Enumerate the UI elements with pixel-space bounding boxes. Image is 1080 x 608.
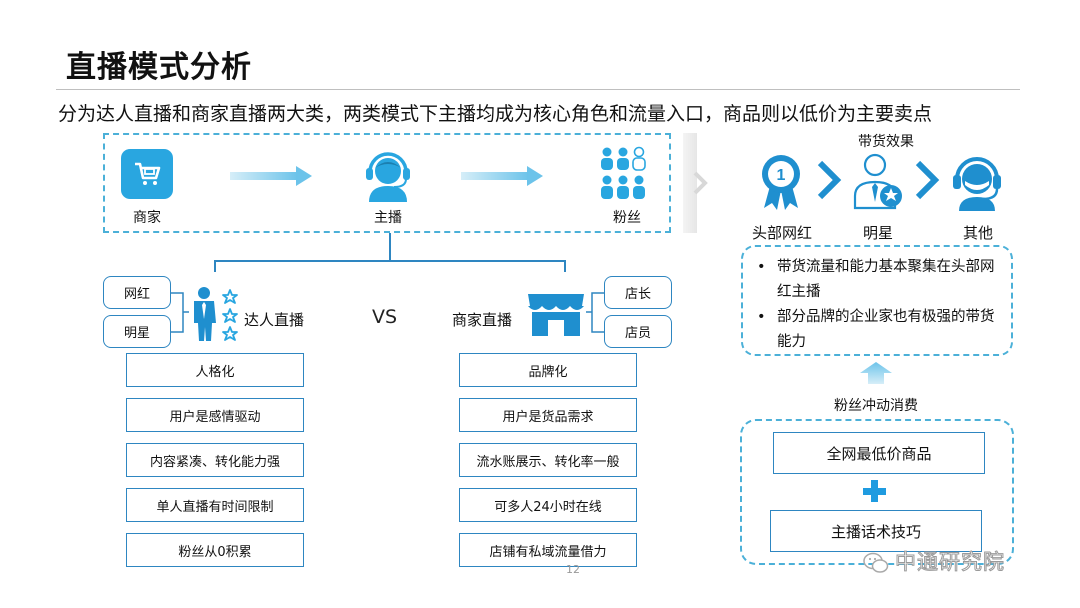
talent-tag-connector bbox=[171, 292, 189, 338]
section-divider-arrow bbox=[681, 133, 711, 237]
anchor-label: 主播 bbox=[374, 210, 402, 226]
vs-label: VS bbox=[372, 306, 398, 328]
headset-person-icon bbox=[949, 151, 1005, 211]
flow-box bbox=[103, 133, 671, 233]
shopping-cart-icon bbox=[121, 149, 173, 199]
merchant-feature-3: 流水账展示、转化率一般 bbox=[459, 443, 637, 477]
anchor-pitch-box: 主播话术技巧 bbox=[770, 510, 982, 552]
flow-arrow-1 bbox=[230, 166, 312, 190]
chevron-right-icon-2 bbox=[913, 160, 941, 204]
type-label-other: 其他 bbox=[962, 224, 993, 242]
fans-group-icon bbox=[599, 146, 655, 202]
merchant-tag-connector bbox=[586, 292, 604, 338]
plus-icon bbox=[862, 479, 886, 507]
storefront-icon bbox=[526, 290, 586, 338]
type-label-celebrity: 明星 bbox=[862, 224, 893, 242]
title-divider bbox=[56, 89, 1020, 90]
lowest-price-box: 全网最低价商品 bbox=[773, 432, 985, 474]
tag-store-manager: 店长 bbox=[604, 276, 672, 309]
bracket-stem bbox=[389, 233, 391, 261]
talent-live-label: 达人直播 bbox=[244, 311, 305, 329]
medal-icon: 1 bbox=[756, 152, 806, 210]
star-person-icon bbox=[851, 152, 905, 210]
merchant-feature-1: 品牌化 bbox=[459, 353, 637, 387]
page-subtitle: 分为达人直播和商家直播两大类，两类模式下主播均成为核心角色和流量入口，商品则以低… bbox=[58, 103, 933, 125]
talent-feature-4: 单人直播有时间限制 bbox=[126, 488, 304, 522]
merchant-feature-4: 可多人24小时在线 bbox=[459, 488, 637, 522]
tag-internet-celebrity: 网红 bbox=[103, 276, 171, 309]
talent-feature-3: 内容紧凑、转化能力强 bbox=[126, 443, 304, 477]
merchant-live-label: 商家直播 bbox=[452, 311, 513, 329]
merchant-label: 商家 bbox=[133, 210, 161, 226]
fans-label: 粉丝 bbox=[613, 210, 641, 226]
impulse-label: 粉丝冲动消费 bbox=[834, 398, 918, 414]
bracket-right-leg bbox=[564, 260, 566, 272]
bracket-bar bbox=[214, 260, 566, 262]
up-arrow-icon bbox=[856, 360, 896, 388]
watermark-text: 中通研究院 bbox=[895, 550, 1005, 575]
merchant-feature-2: 用户是货品需求 bbox=[459, 398, 637, 432]
chevron-right-icon bbox=[815, 160, 843, 204]
bullet-item: 带货流量和能力基本聚集在头部网红主播 bbox=[753, 255, 1001, 305]
page-title: 直播模式分析 bbox=[66, 50, 252, 85]
flow-arrow-2 bbox=[461, 166, 543, 190]
page-number: 12 bbox=[566, 563, 580, 576]
anchor-headset-icon bbox=[361, 146, 415, 202]
bullet-item: 部分品牌的企业家也有极强的带货能力 bbox=[753, 305, 1001, 355]
svg-text:1: 1 bbox=[777, 167, 786, 184]
tag-store-clerk: 店员 bbox=[604, 315, 672, 348]
talent-person-icon bbox=[190, 285, 242, 343]
tag-celebrity: 明星 bbox=[103, 315, 171, 348]
talent-feature-1: 人格化 bbox=[126, 353, 304, 387]
talent-feature-2: 用户是感情驱动 bbox=[126, 398, 304, 432]
wechat-icon bbox=[863, 552, 889, 578]
effect-bullets: 带货流量和能力基本聚集在头部网红主播 部分品牌的企业家也有极强的带货能力 bbox=[741, 245, 1013, 356]
type-label-top-influencer: 头部网红 bbox=[751, 224, 812, 242]
effect-title: 带货效果 bbox=[858, 134, 914, 150]
bracket-left-leg bbox=[214, 260, 216, 272]
merchant-feature-5: 店铺有私域流量借力 bbox=[459, 533, 637, 567]
talent-feature-5: 粉丝从0积累 bbox=[126, 533, 304, 567]
